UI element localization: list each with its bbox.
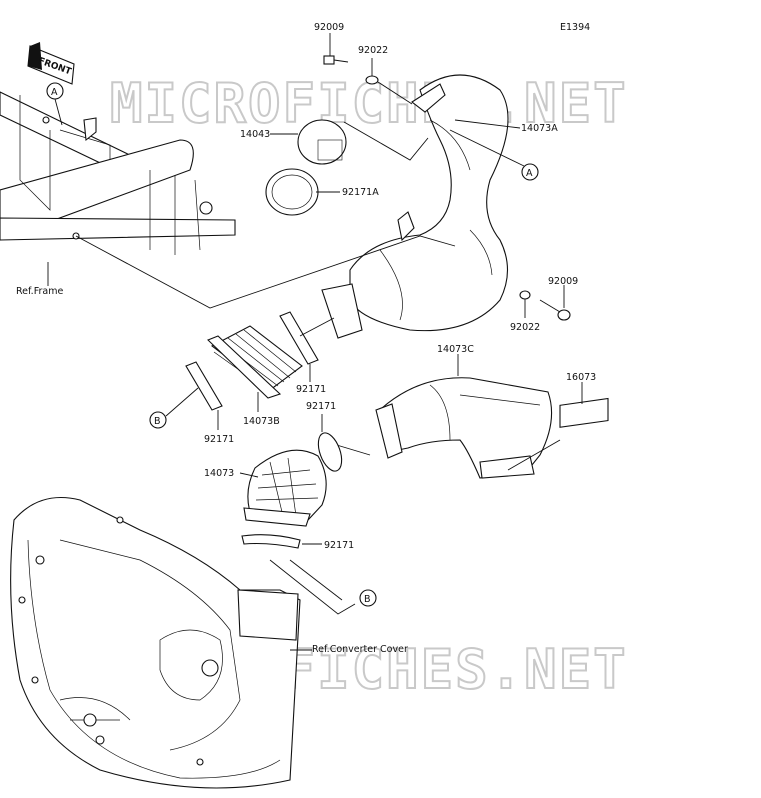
- screen-14043: [297, 119, 347, 165]
- label-92171a: 92171A: [342, 187, 379, 198]
- label-14073b: 14073B: [243, 416, 280, 427]
- label-92171-left: 92171: [204, 434, 234, 445]
- label-92022-right: 92022: [510, 322, 540, 333]
- converter-cover: [10, 496, 301, 789]
- screen-mesh-icon: [317, 139, 343, 161]
- frame: [0, 91, 236, 255]
- label-92009-right: 92009: [548, 276, 578, 287]
- callout-a-right: [521, 163, 539, 181]
- callout-b-left-label: B: [154, 416, 161, 427]
- callout-a-right-label: A: [526, 168, 533, 179]
- bolt-92009-top: [323, 55, 349, 65]
- label-92009-top: 92009: [314, 22, 344, 33]
- callout-b-bottom: [359, 589, 377, 607]
- boot-14073b: [207, 325, 303, 399]
- label-92171-upper: 92171: [306, 401, 336, 412]
- front-arrow-icon: FRONT: [27, 42, 75, 85]
- bolt-92009-right: [539, 299, 571, 321]
- washer-92022-top: [365, 75, 379, 85]
- label-16073: 16073: [566, 372, 596, 383]
- callout-b-bottom-label: B: [364, 594, 371, 605]
- clamp-92171-low: [241, 534, 301, 549]
- callout-b-left: [149, 411, 167, 429]
- diagram-id: E1394: [560, 22, 590, 33]
- clamp-92171a: [265, 168, 319, 216]
- washer-92022-right: [519, 290, 531, 300]
- ref-converter-cover-label: Ref.Converter Cover: [312, 644, 408, 655]
- label-92171-mid: 92171: [296, 384, 326, 395]
- label-92171-low: 92171: [324, 540, 354, 551]
- label-14073: 14073: [204, 468, 234, 479]
- label-14073a: 14073A: [521, 123, 558, 134]
- clamp-92171-upper: [317, 432, 343, 472]
- label-14073c: 14073C: [437, 344, 474, 355]
- elbow-14073: [243, 449, 327, 527]
- duct-14073c: [375, 377, 553, 479]
- clamp-92171-left: [185, 361, 223, 411]
- callout-a-top-label: A: [51, 87, 58, 98]
- label-92022-top: 92022: [358, 45, 388, 56]
- clamp-92171-mid: [279, 311, 319, 365]
- label-14043: 14043: [240, 129, 270, 140]
- ref-frame-label: Ref.Frame: [16, 286, 63, 297]
- label-sticker-16073: [559, 397, 609, 428]
